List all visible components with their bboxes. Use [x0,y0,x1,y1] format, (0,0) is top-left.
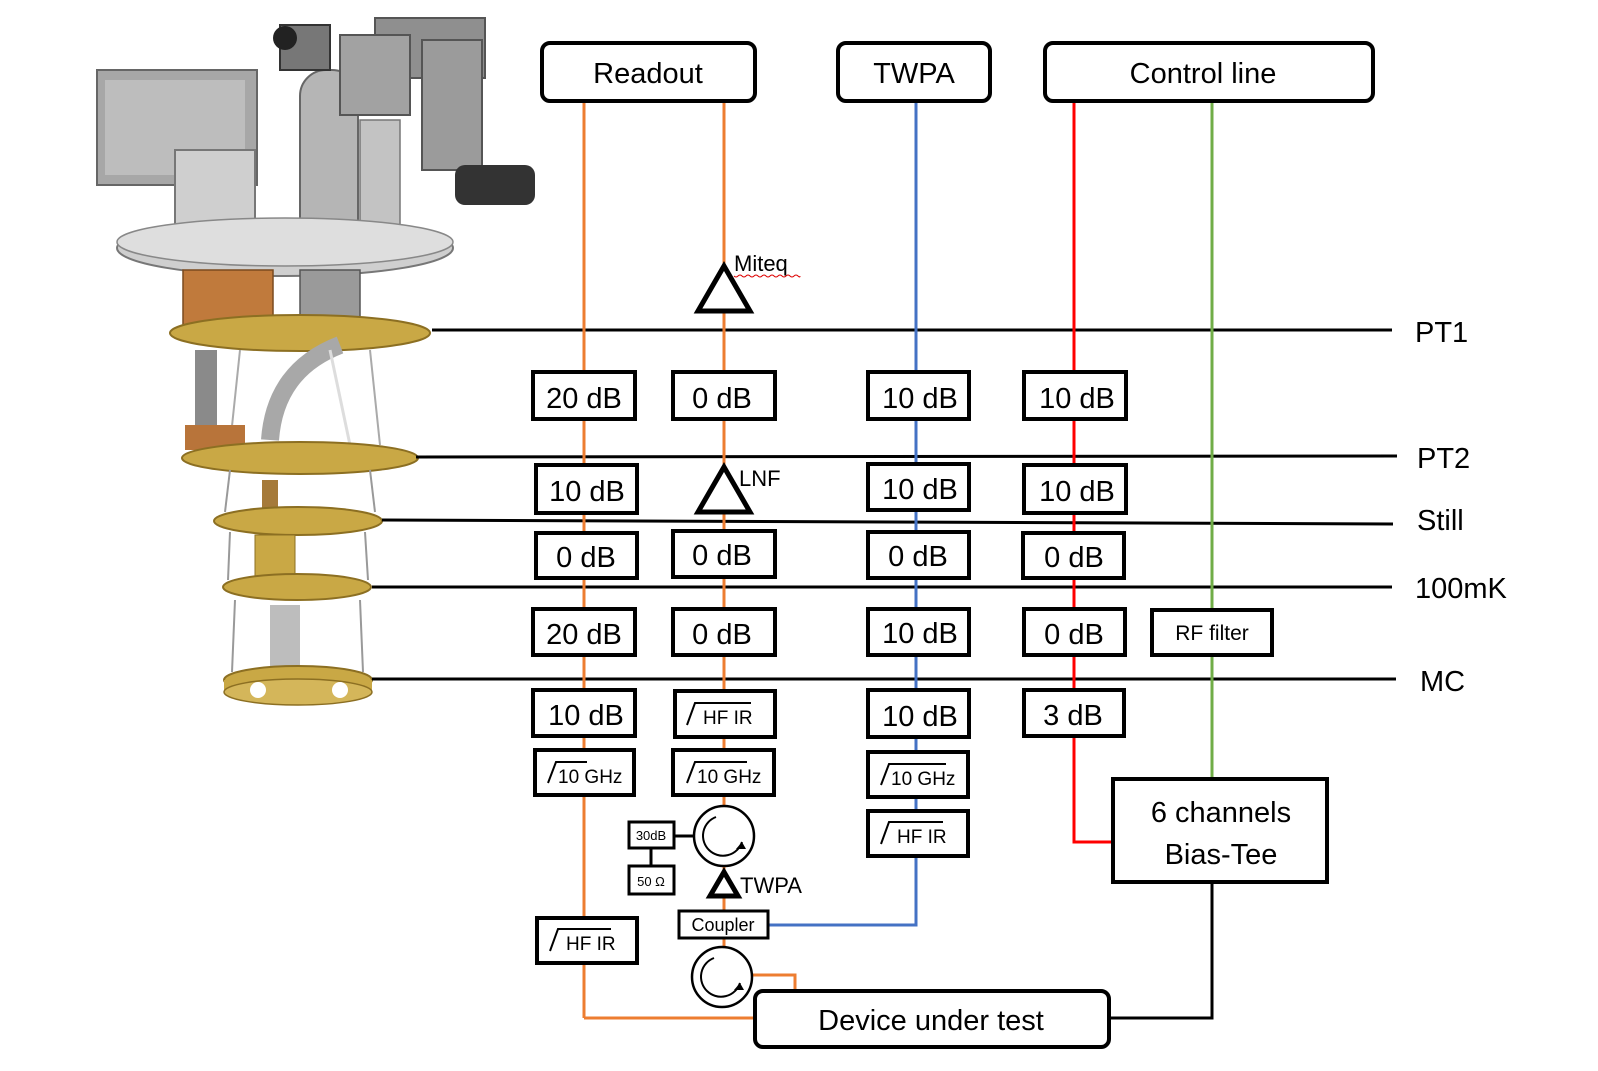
readout-in-lowpass-label: 10 GHz [558,767,622,788]
bias-tee-box: 6 channels Bias-Tee [1111,777,1329,884]
readout-in-atten-pt2-still: 10 dB [549,476,625,508]
ir-filter-icon [549,928,611,952]
twpa-amplifier: TWPA [705,867,802,899]
circulator-lower [690,945,754,1009]
circulator-arrow-icon [700,957,741,998]
header-control-line-label: Control line [1130,58,1277,90]
control-atten-pt2-still: 10 dB [1039,476,1115,508]
readout-out-lowpass-label: 10 GHz [697,767,761,788]
twpa-ir-filter-label: HF IR [897,827,947,848]
rf-filter-label: RF filter [1175,622,1249,645]
stage-lines [372,328,1398,681]
stage-labels: PT1 PT2 Still 100mK MC [1415,317,1508,698]
circulator-arrow-icon [702,816,743,857]
stage-label-still: Still [1417,505,1464,537]
stage-label-100mk: 100mK [1415,573,1508,605]
twpa-atten-pt1-pt2: 10 dB [882,383,958,415]
readout-out-atten-pt1-pt2: 0 dB [692,383,752,415]
header-control-line: Control line [1043,41,1375,103]
readout-in-ir-filter-label: HF IR [566,934,616,955]
header-twpa: TWPA [836,41,992,103]
lnf-label: LNF [739,466,781,491]
control-lines [1072,100,1214,1020]
control-atten-still-100mk: 0 dB [1044,542,1104,574]
miteq-label: Miteq [734,251,788,276]
readout-in-atten-100mk-mc: 20 dB [546,619,622,651]
readout-out-atten-100mk-mc: 0 dB [692,619,752,651]
twpa-line [766,100,918,927]
readout-out-atten-still-100mk: 0 dB [692,540,752,572]
readout-out-ir-filter-label: HF IR [703,708,753,729]
isolator-termination: 30dB 50 Ω [627,820,694,896]
coupler: Coupler [677,909,770,940]
twpa-atten-below-mc: 10 dB [882,701,958,733]
attenuator-30db-label: 30dB [636,828,666,843]
termination-50-ohm-label: 50 Ω [637,874,665,889]
ir-filter-icon [880,821,943,845]
device-under-test: Device under test [753,989,1111,1049]
header-readout: Readout [540,41,757,103]
lowpass-icon [880,763,946,786]
coupler-label: Coupler [691,915,754,935]
miteq-amplifier: Miteq [693,251,801,314]
bias-tee-line1: 6 channels [1151,797,1291,829]
header-readout-label: Readout [593,58,703,90]
twpa-atten-pt2-still: 10 dB [882,474,958,506]
lowpass-icon [686,761,747,784]
stage-label-pt2: PT2 [1417,443,1470,475]
device-under-test-label: Device under test [818,1005,1044,1037]
readout-in-atten-below-mc: 10 dB [548,700,624,732]
pt2-stage-line [415,454,1398,459]
dilution-refrigerator-illustration [96,17,535,706]
readout-in-atten-still-100mk: 0 dB [556,542,616,574]
twpa-atten-still-100mk: 0 dB [888,541,948,573]
bias-tee-line2: Bias-Tee [1165,839,1278,871]
readout-in-atten-pt1-pt2: 20 dB [546,383,622,415]
twpa-lowpass-label: 10 GHz [891,769,955,790]
ir-filter-icon [686,702,751,726]
control-atten-below-mc: 3 dB [1043,700,1103,732]
stage-label-mc: MC [1420,666,1465,698]
lnf-amplifier: LNF [693,462,781,515]
control-atten-100mk-mc: 0 dB [1044,619,1104,651]
header-twpa-label: TWPA [873,58,955,90]
still-stage-line [381,518,1394,526]
twpa-atten-100mk-mc: 10 dB [882,618,958,650]
control-atten-pt1-pt2: 10 dB [1039,383,1115,415]
lowpass-icon [547,761,587,784]
twpa-amp-label: TWPA [740,873,802,898]
stage-label-pt1: PT1 [1415,317,1468,349]
spellcheck-underline [733,274,801,278]
circulator-upper [692,804,756,868]
